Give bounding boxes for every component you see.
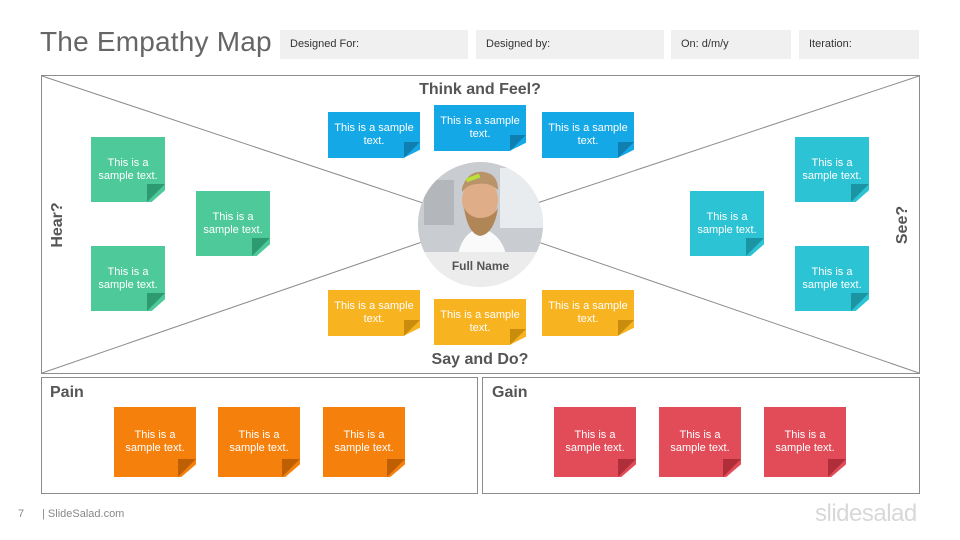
say-note-1[interactable]: This is a sample text. (328, 290, 420, 336)
designed-by-field[interactable]: Designed by: (476, 30, 664, 59)
say-note-2[interactable]: This is a sample text. (434, 299, 526, 345)
empathy-map-frame (41, 75, 920, 374)
say-do-label: Say and Do? (431, 351, 529, 368)
hear-note-1[interactable]: This is a sample text. (91, 137, 165, 202)
think-note-3[interactable]: This is a sample text. (542, 112, 634, 158)
page-number: 7 (18, 508, 25, 520)
pain-label: Pain (50, 384, 84, 401)
iteration-field[interactable]: Iteration: (799, 30, 919, 59)
pain-section (41, 377, 478, 494)
brand-logo: slidesalad (815, 500, 917, 527)
footer-site-link[interactable]: | SlideSalad.com (42, 508, 125, 520)
think-feel-label: Think and Feel? (419, 81, 541, 98)
gain-section (482, 377, 920, 494)
hear-label: Hear? (49, 202, 66, 248)
designed-for-field[interactable]: Designed For: (280, 30, 468, 59)
persona-full-name: Full Name (451, 259, 510, 273)
gain-label: Gain (492, 384, 528, 401)
see-label: See? (894, 205, 911, 245)
date-field[interactable]: On: d/m/y (671, 30, 791, 59)
say-note-3[interactable]: This is a sample text. (542, 290, 634, 336)
page-title: The Empathy Map (40, 26, 272, 57)
